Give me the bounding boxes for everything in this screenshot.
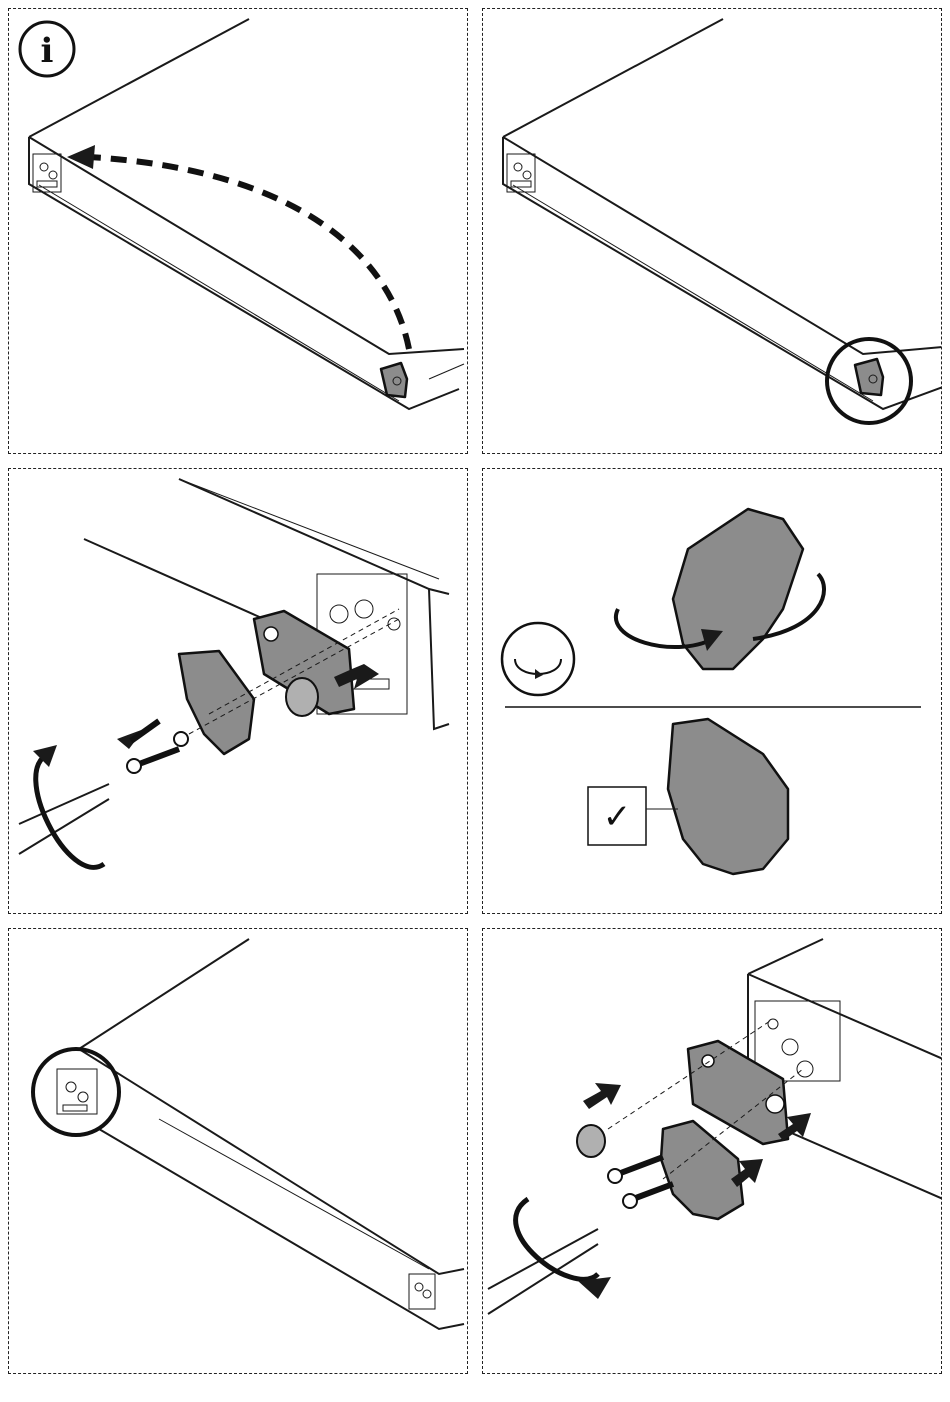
step-panel-2: [482, 8, 942, 454]
step-panel-1: i: [8, 8, 468, 454]
move-arrow: [89, 157, 409, 349]
step-panel-3: [8, 468, 468, 914]
device-illustration: [483, 9, 942, 454]
spacer: [286, 678, 318, 716]
highlight-circle: [33, 1049, 119, 1135]
device-illustration: [9, 929, 468, 1374]
assembly-illustration: [483, 929, 942, 1374]
foot-piece-correct: [668, 719, 788, 874]
foot-piece: [661, 1121, 743, 1219]
disassembly-illustration: [9, 469, 468, 914]
arrow-in: [583, 1083, 621, 1109]
step-panel-4: ✓: [482, 468, 942, 914]
orientation-illustration: ✓: [483, 469, 942, 914]
correct-check-icon: ✓: [588, 787, 678, 845]
info-icon: i: [20, 22, 74, 76]
rotate-arrow: [36, 754, 104, 867]
svg-text:i: i: [41, 31, 54, 71]
rotate-icon: [502, 623, 574, 695]
device-illustration: i: [9, 9, 468, 454]
svg-text:✓: ✓: [603, 797, 632, 837]
step-panel-6: [482, 928, 942, 1374]
foot-piece: [179, 651, 254, 754]
bracket-part: [381, 363, 407, 397]
connector-panel-right: [409, 1274, 435, 1309]
spacer: [577, 1125, 605, 1157]
step-panel-5: [8, 928, 468, 1374]
